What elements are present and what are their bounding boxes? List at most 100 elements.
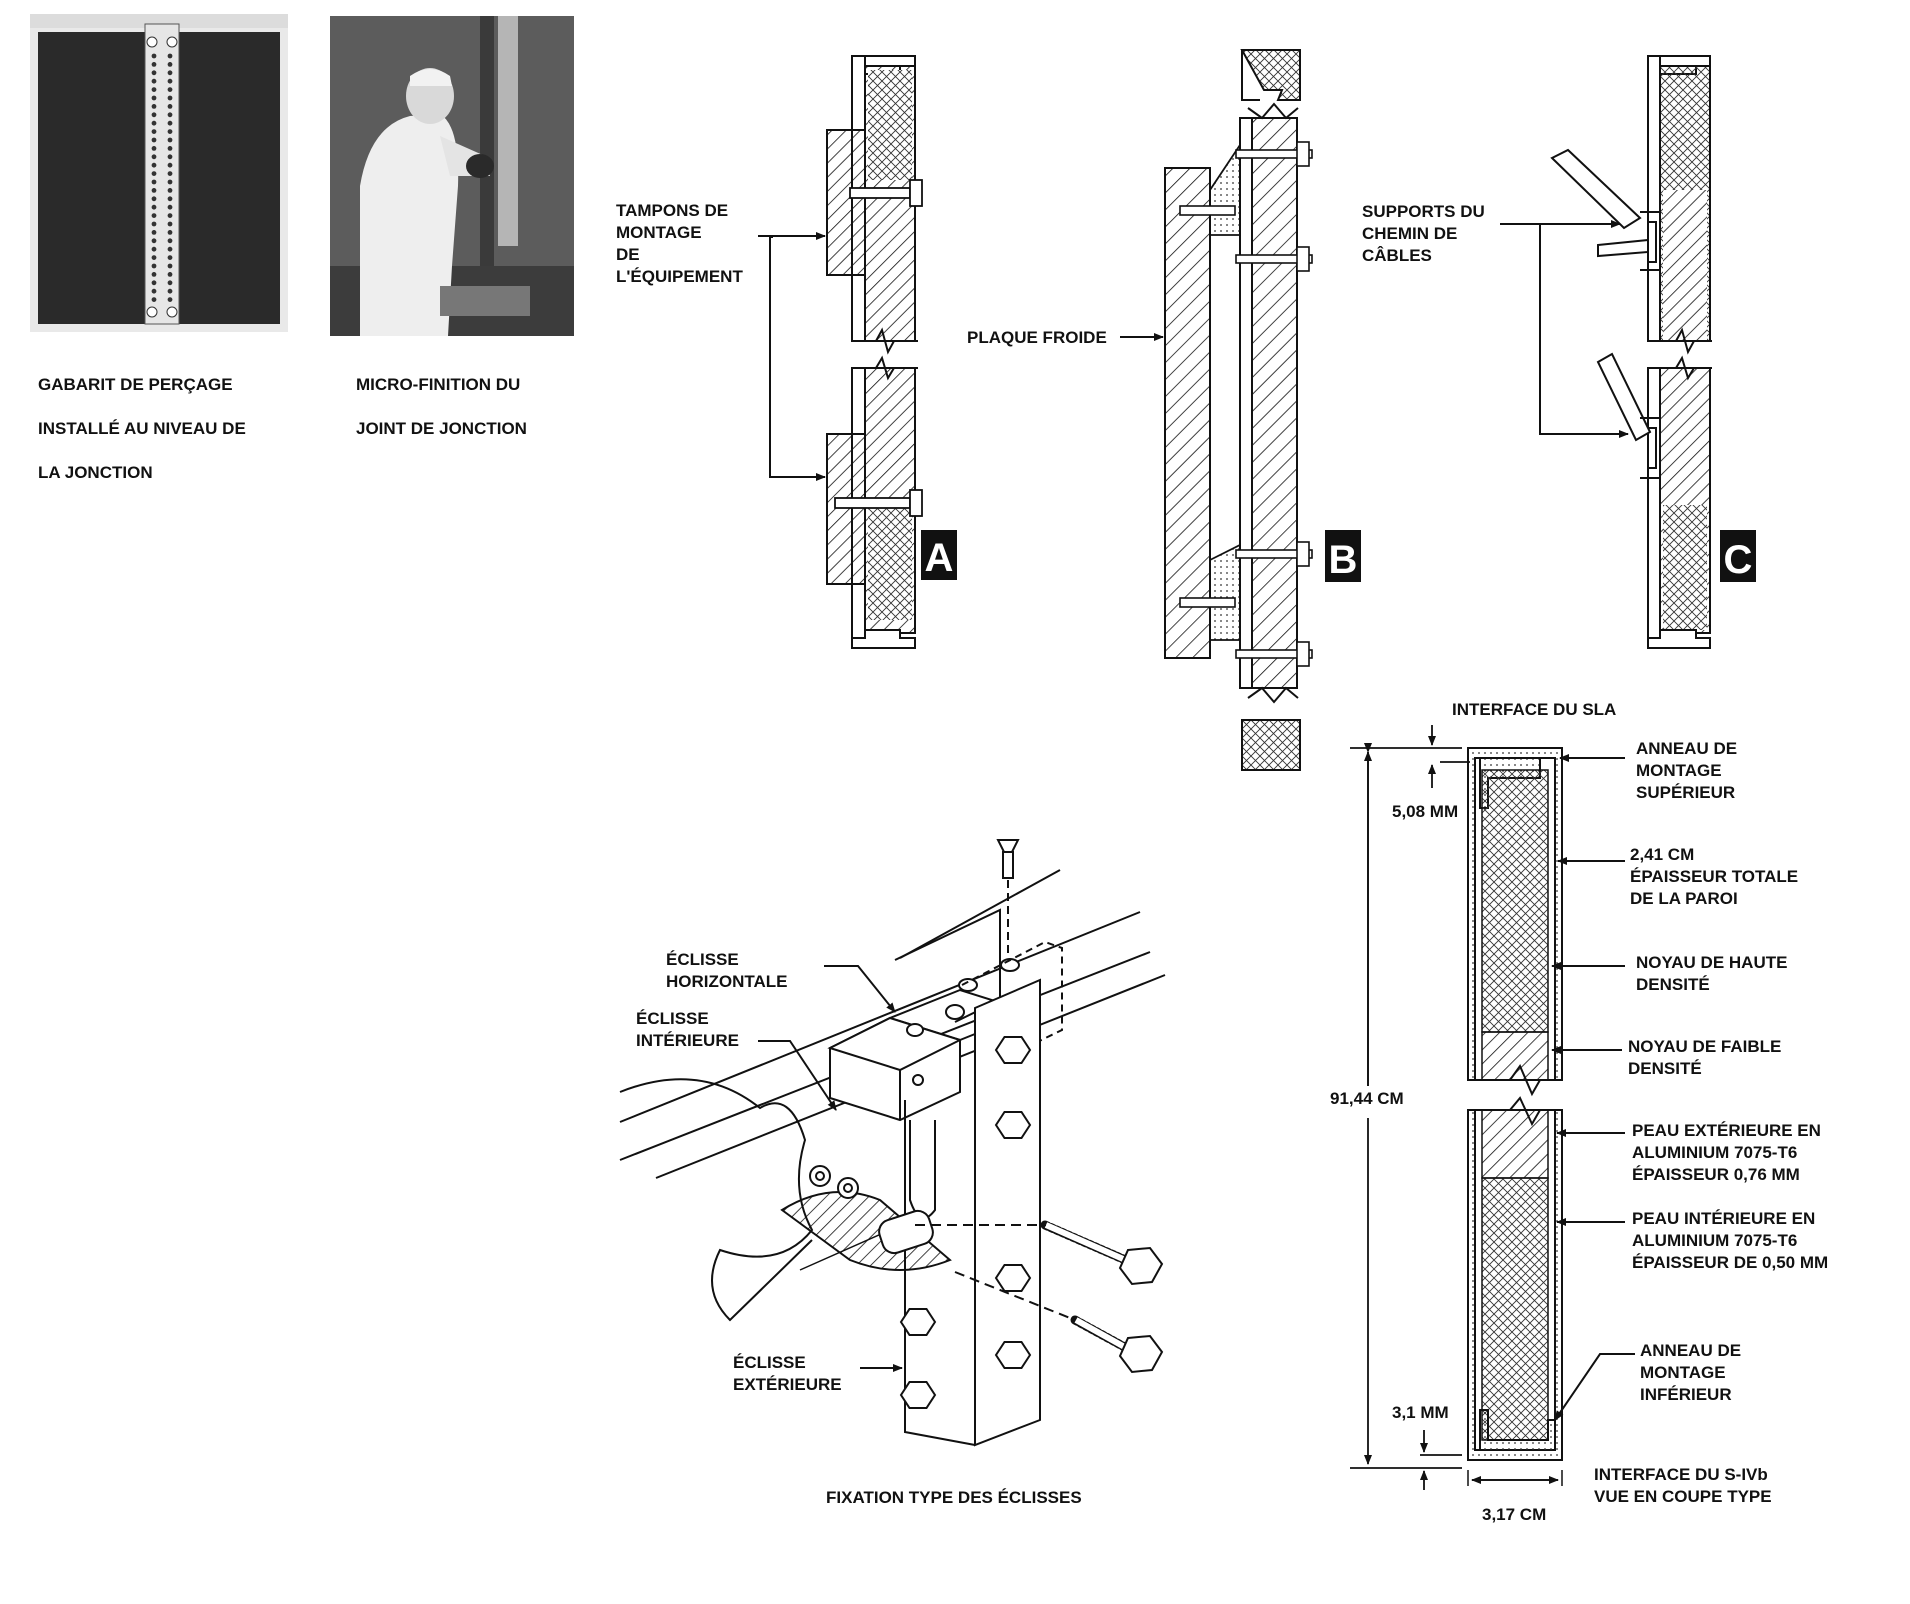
wall-bolt [1235, 149, 1313, 159]
jig-hole [151, 280, 157, 286]
sla-interface-label: INTERFACE DU SLA [1452, 700, 1616, 719]
jig-hole [151, 179, 157, 185]
jig-hole [151, 137, 157, 143]
section-view-drawing [1350, 725, 1635, 1490]
hex-bolt-head [994, 1111, 1032, 1139]
jig-hole [151, 87, 157, 92]
jig-hole [151, 104, 157, 109]
jig-hole [167, 95, 173, 101]
jig-hole [167, 87, 173, 92]
jig-hole [151, 221, 157, 227]
jig-hole [151, 263, 157, 269]
jig-hole [151, 129, 157, 134]
hex-bolt-head [899, 1381, 937, 1409]
splice-assembly-drawing [619, 839, 1166, 1447]
jig-hole [167, 204, 173, 210]
jig-hole [151, 188, 157, 193]
jig-hole [151, 171, 157, 177]
hex-bolt-head [994, 1264, 1032, 1292]
drill-jig-caption: GABARIT DE PERÇAGE INSTALLÉ AU NIVEAU DE… [38, 352, 246, 506]
jig-hole [167, 179, 173, 185]
jig-hole [167, 62, 173, 67]
jig-hole [151, 162, 157, 168]
jig-hole [151, 146, 157, 151]
jig-hole [167, 213, 173, 219]
wall-bolt [1235, 649, 1313, 659]
dim-bottom-gap: 3,1 MM [1392, 1403, 1449, 1422]
jig-hole [167, 221, 173, 227]
jig-hole [151, 238, 157, 244]
jig-hole [167, 162, 173, 168]
cable-tray-supports-label: SUPPORTS DU CHEMIN DE CÂBLES [1362, 202, 1490, 265]
jig-hole [151, 297, 157, 302]
jig-hole [167, 129, 173, 134]
jig-hole [167, 137, 173, 143]
wall-thickness-label: 2,41 CM ÉPAISSEUR TOTALE DE LA PAROI [1630, 845, 1803, 908]
cold-plate-label: PLAQUE FROIDE [967, 328, 1107, 347]
wall-bolt-head [1296, 641, 1310, 667]
jig-hole [151, 154, 157, 160]
low-density-core-label: NOYAU DE FAIBLE DENSITÉ [1628, 1037, 1786, 1078]
micro-finish-caption: MICRO-FINITION DU JOINT DE JONCTION [356, 352, 527, 462]
jig-hole [151, 272, 157, 277]
jig-hole [151, 78, 157, 84]
panel-c-drawing [1500, 55, 1756, 649]
dim-height: 91,44 CM [1330, 1089, 1404, 1108]
jig-hole [167, 263, 173, 269]
jig-hole [167, 196, 173, 202]
jig-hole [167, 188, 173, 193]
s-ivb-interface-label: INTERFACE DU S-IVb VUE EN COUPE TYPE [1594, 1465, 1773, 1506]
jig-hole [151, 288, 157, 294]
wall-bolt [1235, 549, 1313, 559]
jig-hole [151, 213, 157, 219]
inner-skin-label: PEAU INTÉRIEURE EN ALUMINIUM 7075-T6 ÉPA… [1632, 1209, 1828, 1272]
jig-hole [167, 230, 173, 235]
jig-hole [151, 255, 157, 260]
panel-c-badge: C [1724, 538, 1753, 582]
jig-hole [167, 154, 173, 160]
wall-bolt-head [1296, 541, 1310, 567]
mounting-pads-label: TAMPONS DE MONTAGE DE L'ÉQUIPEMENT [616, 201, 743, 286]
micro-finish-caption-line: MICRO-FINITION DU [356, 375, 521, 394]
horizontal-splice-label: ÉCLISSE HORIZONTALE [666, 950, 788, 991]
inner-splice-label: ÉCLISSE INTÉRIEURE [636, 1009, 739, 1050]
jig-hole [167, 288, 173, 294]
upper-ring-label: ANNEAU DE MONTAGE SUPÉRIEUR [1636, 739, 1742, 802]
jig-hole [151, 204, 157, 210]
wall-bolt-head [1296, 141, 1310, 167]
panel-b-badge: B [1329, 538, 1358, 582]
jig-hole [151, 230, 157, 235]
drill-jig-caption-line: INSTALLÉ AU NIVEAU DE [38, 419, 246, 438]
jig-hole [167, 112, 173, 118]
jig-hole [167, 120, 173, 126]
hex-bolt-head [994, 1341, 1032, 1369]
jig-hole [167, 78, 173, 84]
hex-bolt-head [994, 1036, 1032, 1064]
dim-width: 3,17 CM [1482, 1505, 1546, 1524]
jig-hole [167, 238, 173, 244]
jig-hole [167, 280, 173, 286]
jig-hole [151, 62, 157, 67]
outer-splice-label: ÉCLISSE EXTÉRIEURE [733, 1353, 842, 1394]
wall-bolt [1235, 254, 1313, 264]
panel-a-drawing [758, 55, 957, 649]
jig-hole [167, 53, 173, 59]
hex-bolt-head [899, 1308, 937, 1336]
jig-hole [167, 246, 173, 252]
jig-hole [167, 297, 173, 302]
high-density-core-label: NOYAU DE HAUTE DENSITÉ [1636, 953, 1792, 994]
jig-hole [167, 104, 173, 109]
jig-hole [151, 70, 157, 76]
drill-jig-caption-line: LA JONCTION [38, 463, 153, 482]
jig-hole [151, 95, 157, 101]
jig-hole [167, 171, 173, 177]
jig-hole [151, 120, 157, 126]
jig-hole [167, 272, 173, 277]
splice-figure-title: FIXATION TYPE DES ÉCLISSES [826, 1488, 1082, 1507]
jig-hole [167, 146, 173, 151]
jig-hole [151, 246, 157, 252]
outer-skin-label: PEAU EXTÉRIEURE EN ALUMINIUM 7075-T6 ÉPA… [1632, 1121, 1826, 1184]
jig-hole [151, 112, 157, 118]
wall-bolt-head [1296, 246, 1310, 272]
